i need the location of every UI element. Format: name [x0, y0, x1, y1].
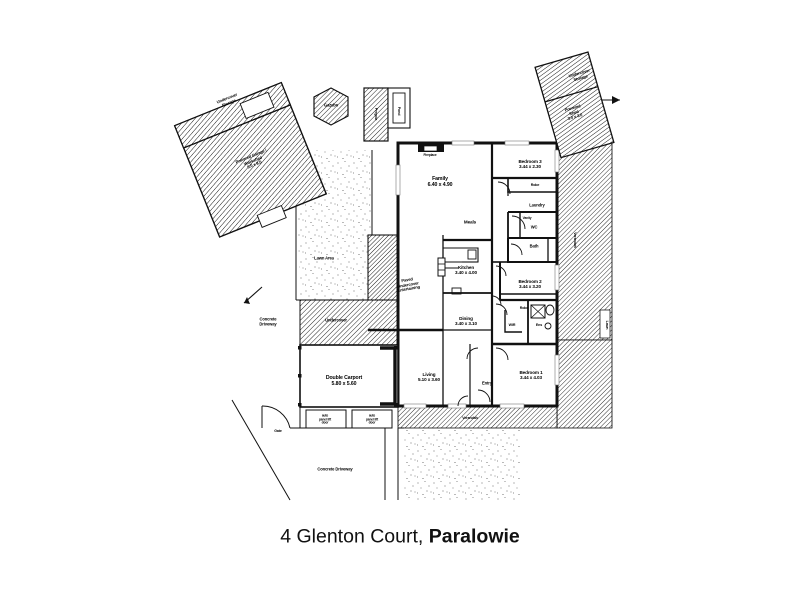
powered-garage-workshed — [173, 81, 328, 238]
right-verandah-hatch — [556, 142, 613, 429]
gazebo — [313, 87, 349, 126]
kitchen-fittings — [437, 257, 446, 277]
powered-shed — [534, 51, 615, 159]
title-suburb: Paralowie — [428, 525, 520, 548]
lawn-area-bottom — [404, 430, 520, 500]
undercover-carport-roof — [299, 299, 399, 346]
pergola-and-pond — [363, 87, 411, 142]
door-swings — [457, 181, 526, 407]
internal-walls — [368, 143, 557, 406]
double-carport — [298, 344, 399, 429]
gate-icon — [261, 405, 291, 429]
boundary-lines — [231, 150, 404, 501]
fireplace-icon — [418, 144, 444, 152]
house-outline — [396, 141, 559, 408]
windows — [395, 140, 560, 409]
north-arrow — [243, 286, 263, 304]
verandah-bottom — [397, 405, 558, 429]
page-title: 4 Glenton Court, Paralowie — [280, 526, 520, 549]
title-street: 4 Glenton Court, — [280, 525, 429, 548]
